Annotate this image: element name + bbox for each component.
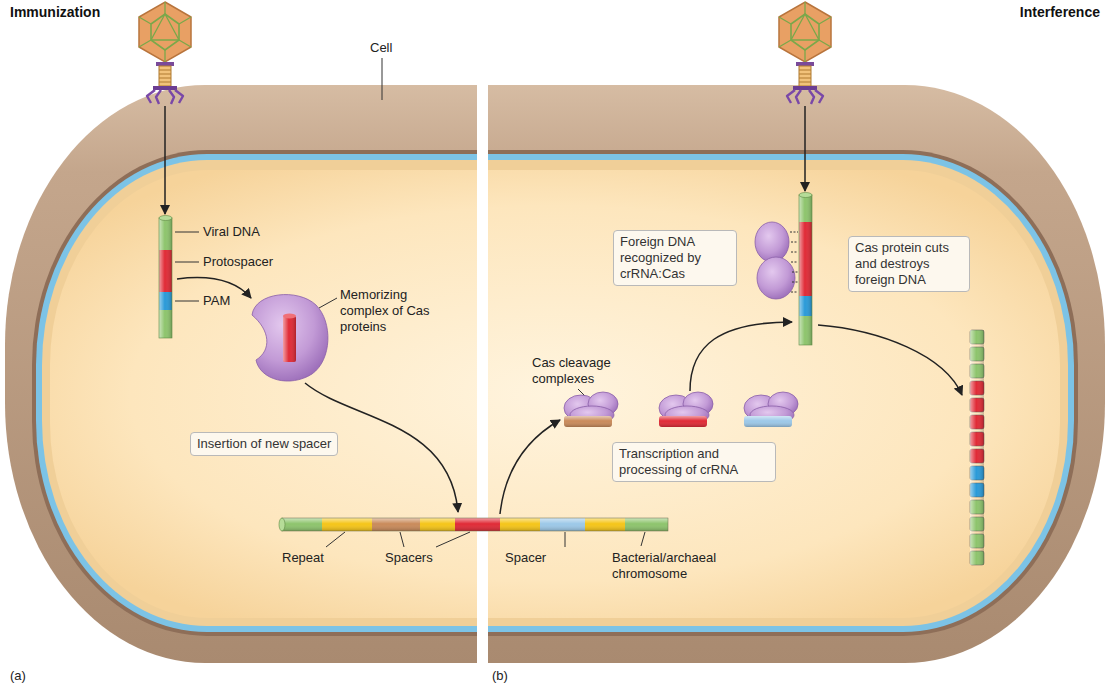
step-box: Transcription and processing of crRNA — [612, 442, 776, 482]
process-arrow — [500, 420, 560, 514]
cas-cleavage-complex — [659, 416, 707, 427]
panel-heading: Interference — [1020, 4, 1100, 21]
leader-line — [400, 532, 404, 547]
part-label: PAM — [203, 293, 230, 309]
injection-arrow — [165, 106, 805, 214]
leader-line — [326, 532, 345, 547]
viral-dna — [159, 218, 172, 338]
part-label: Spacers — [385, 550, 433, 566]
leader-line — [319, 298, 337, 308]
memorizing-cas-complex — [283, 314, 296, 319]
memorizing-cas-complex — [283, 316, 296, 362]
cas-cleavage-complex — [744, 416, 792, 427]
leader-line — [175, 58, 645, 547]
cas-cleavage-complex — [659, 392, 713, 427]
cas-cleavage-complex — [564, 416, 612, 427]
panel-gap — [477, 0, 488, 687]
leader-line — [382, 58, 383, 100]
part-label: Viral DNA — [203, 224, 260, 240]
part-label: Spacer — [505, 550, 546, 566]
leader-line — [436, 532, 470, 547]
step-box: Cas protein cuts and destroys foreign DN… — [848, 236, 970, 292]
panel-letter: (a) — [10, 668, 26, 684]
leader-line — [641, 532, 645, 546]
cas-cleavage-complex — [564, 416, 612, 427]
part-label: Protospacer — [203, 254, 273, 270]
cas-cleavage-complex — [564, 392, 618, 427]
cell-body — [32, 150, 1078, 636]
injection-arrow — [804, 106, 806, 191]
process-arrow — [690, 322, 792, 391]
part-label: Cas cleavage complexes — [532, 355, 627, 387]
part-label: Bacterial/archaeal chromosome — [612, 550, 732, 582]
part-label: Repeat — [282, 550, 324, 566]
chromosome — [282, 518, 668, 531]
crrna-cas-bound — [757, 257, 795, 299]
injection-arrow — [164, 106, 166, 214]
panel-letter: (b) — [492, 668, 508, 684]
cell-body — [5, 85, 1105, 663]
foreign-dna — [799, 195, 812, 345]
bacteriophage — [139, 2, 191, 104]
cas-cleavage-complex — [659, 416, 707, 427]
part-label: Cell — [370, 40, 392, 56]
cas-cleavage-complex — [564, 392, 798, 427]
cell-body — [50, 170, 1060, 618]
memorizing-cas-complex — [252, 295, 328, 382]
process-arrow — [177, 278, 962, 514]
bacteriophage — [139, 2, 831, 104]
leader-line — [175, 232, 199, 233]
step-box: Insertion of new spacer — [190, 432, 338, 456]
chromosome — [279, 518, 285, 531]
step-text: Cas protein cuts and destroys foreign DN… — [855, 240, 963, 288]
panel-heading: Immunization — [10, 4, 100, 21]
cell-body — [5, 85, 1105, 663]
leader-line — [175, 301, 199, 302]
step-text: Transcription and processing of crRNA — [619, 446, 769, 478]
memorizing-cas-complex — [283, 316, 296, 362]
memorizing-cas-complex — [252, 295, 328, 382]
chromosome — [279, 518, 668, 531]
crrna-cas-bound — [755, 222, 798, 299]
step-box: Foreign DNA recognized by crRNA:Cas — [613, 230, 737, 286]
dna-fragments — [970, 330, 984, 565]
bacteriophage — [779, 2, 831, 104]
crrna-cas-bound — [790, 232, 798, 292]
cell-body — [36, 154, 1074, 632]
process-arrow — [818, 325, 962, 395]
leader-line — [175, 262, 199, 263]
step-text: Foreign DNA recognized by crRNA:Cas — [620, 234, 730, 282]
leader-line — [565, 532, 566, 547]
step-text: Insertion of new spacer — [197, 436, 331, 452]
part-label: Memorizing complex of Cas proteins — [340, 287, 430, 335]
foreign-dna — [799, 193, 812, 198]
foreign-dna — [799, 193, 812, 346]
viral-dna — [159, 216, 172, 339]
cas-cleavage-complex — [744, 416, 792, 427]
cell-body — [42, 160, 1068, 626]
viral-dna — [159, 216, 172, 221]
dna-fragments — [970, 330, 984, 565]
cas-cleavage-complex — [744, 392, 798, 427]
crrna-cas-bound — [755, 222, 789, 262]
